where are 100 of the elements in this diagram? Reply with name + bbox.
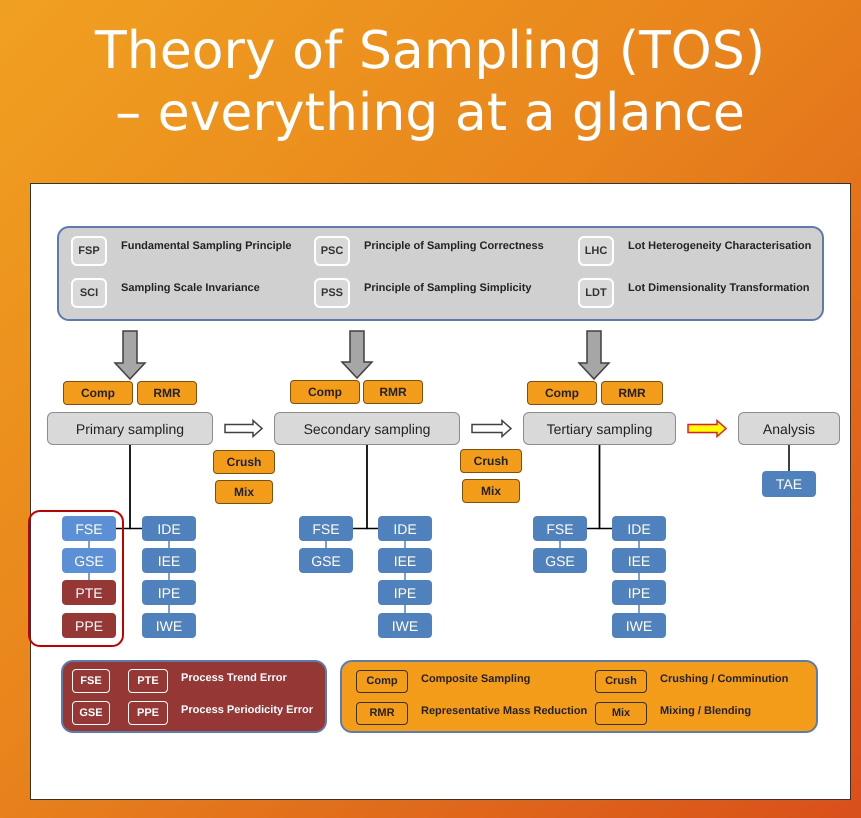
box-label: SCI [80,288,98,298]
description-text: Process Periodicity Error [181,705,314,716]
connector-line [325,541,327,548]
box-label: GSE [79,708,103,718]
box-label: FSE [80,676,102,686]
error-box [62,548,116,573]
box-label: FSE [75,522,103,536]
connector-line [168,605,170,613]
box-label: FSP [78,246,100,256]
description-text: Lot Dimensionality Transformation [628,283,810,294]
connector-line [598,445,612,530]
box-label: IEE [628,554,650,568]
connector-line [404,605,406,613]
error-box [62,613,116,638]
error-box [762,471,816,497]
highlight-frame [28,510,124,647]
connector-line [168,573,170,580]
box-label: RMR [618,387,646,399]
process-box [523,412,676,445]
error-box [612,613,666,638]
description-text: Mixing / Blending [660,706,752,717]
box-label: IWE [156,618,182,632]
operation-box [137,381,197,405]
connector-line [404,541,406,548]
error-box [612,580,666,605]
box-label: PSC [320,246,344,256]
connector-line [638,605,640,613]
description-text: Principle of Sampling Correctness [364,241,544,252]
error-box [299,548,353,573]
process-box [47,412,213,445]
block-arrow [113,330,147,380]
description-text: Fundamental Sampling Principle [121,241,292,252]
connector-line [88,573,90,580]
box-label: IWE [626,618,652,632]
box-label: FSE [546,522,574,536]
description-text: Lot Heterogeneity Characterisation [628,241,812,252]
box-label: Analysis [762,422,816,436]
error-box [142,548,196,573]
box-label: Secondary sampling [304,422,430,436]
operation-box [363,380,423,404]
connector-line [638,541,640,548]
error-box [533,548,587,573]
error-box [378,548,432,573]
abbreviation-box [72,669,110,693]
operation-box [460,449,522,473]
description-text: Process Trend Error [181,673,287,684]
box-label: GSE [545,554,575,568]
box-label: PTE [75,586,103,600]
operation-box [213,450,275,474]
process-box [274,412,460,445]
operation-box [290,380,360,404]
description-text: Sampling Scale Invariance [121,283,260,294]
operation-legend-panel [340,660,818,733]
description-text: Composite Sampling [421,674,530,685]
box-label: GSE [311,554,341,568]
box-label: TAE [776,477,802,491]
connector-line [168,541,170,548]
operation-box [601,381,663,405]
box-label: LHC [584,246,608,256]
principles-panel [57,226,824,321]
connector-line [366,445,378,530]
box-label: Comp [308,386,342,398]
description-text: Representative Mass Reduction [421,706,588,717]
box-label: PTE [137,676,159,686]
error-box [142,516,196,541]
box-label: Mix [480,485,501,497]
description-text: Principle of Sampling Simplicity [364,283,532,294]
box-label: IDE [393,522,417,536]
box-label: IDE [157,522,181,536]
error-box [378,613,432,638]
box-label: IPE [628,586,650,600]
box-label: PSS [320,288,343,298]
error-box [533,516,587,541]
title: Theory of Sampling (TOS) – everything at a glance [94,20,766,144]
box-label: FSE [312,522,340,536]
box-label: RMR [153,387,181,399]
box-label: LDT [585,288,607,298]
box-label: IDE [627,522,651,536]
connector-line [788,445,790,471]
block-arrow [224,418,264,438]
block-arrow [340,330,374,380]
box-label: GSE [74,554,104,568]
block-arrow [687,418,728,438]
box-label: IPE [394,586,416,600]
box-label: Mix [234,486,254,498]
error-box [142,613,196,638]
connector-line [559,541,561,548]
connector-line [404,573,406,580]
error-legend-panel [61,660,327,733]
error-box [62,516,116,541]
box-label: Crush [226,456,262,468]
box-label: Crush [605,676,637,687]
box-label: Comp [545,387,579,399]
error-box [299,516,353,541]
box-label: Tertiary sampling [546,422,652,436]
box-label: Primary sampling [76,422,184,436]
description-text: Crushing / Comminution [660,674,788,685]
operation-box [527,381,597,405]
process-box [738,412,840,445]
error-box [378,580,432,605]
